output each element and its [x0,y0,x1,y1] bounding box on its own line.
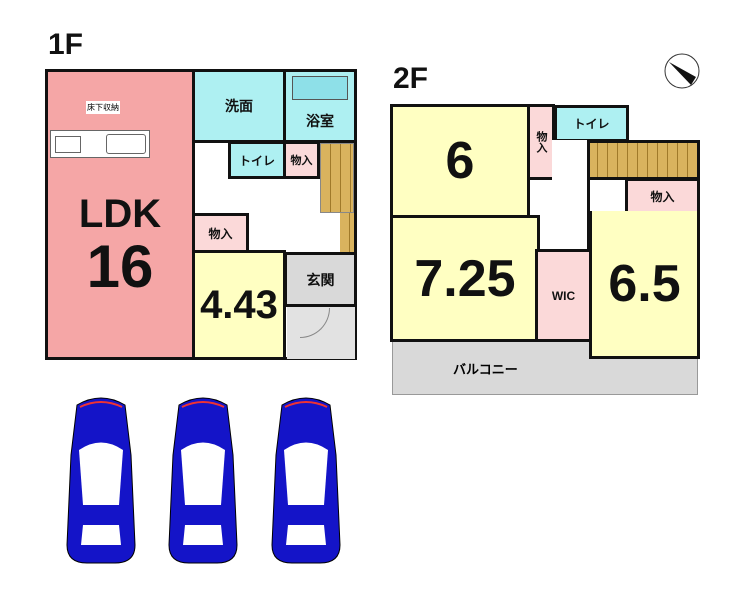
stove-icon [55,136,81,153]
floor-1-label: 1F [48,28,84,61]
toilet-1f: トイレ [228,141,286,179]
room-2f-a: 6 [390,104,530,218]
ldk-size: 16 [86,233,154,300]
ldk-room: LDK 16 [45,69,195,360]
car-icon [168,397,238,564]
stairs-2f[interactable] [588,140,700,180]
underfloor-storage: 床下収納 [86,101,120,114]
closet-2f-b: 物入 [625,178,700,214]
washroom: 洗面 [192,69,286,143]
compass-icon [664,53,700,89]
closet-1f-a: 物入 [283,141,320,179]
room-2f-c: 6.5 [589,211,700,359]
room-2f-c-bottom [589,342,700,359]
sink-icon [106,134,146,154]
hallway-2f [552,140,590,252]
car-icon [271,397,341,564]
entrance: 玄関 [284,252,357,307]
room-1f: 4.43 [192,250,286,360]
kitchen-counter [50,130,150,158]
stairs-steps [340,213,354,256]
car-icon [66,397,136,564]
toilet-2f: トイレ [554,105,629,142]
floor-2-label: 2F [393,62,429,95]
room-2f-c-size: 6.5 [608,254,681,313]
ldk-label: LDK [78,192,162,236]
closet-2f-a: 物入 [527,104,555,180]
room-1f-size: 4.43 [200,282,278,327]
room-2f-b-size: 7.25 [414,249,516,308]
room-2f-b: 7.25 [390,215,540,342]
walk-in-closet: WIC [535,249,592,342]
stairs-1f[interactable] [320,143,354,213]
closet-1f-b: 物入 [192,213,249,253]
bathtub-icon [292,76,348,100]
room-2f-a-size: 6 [445,132,475,190]
